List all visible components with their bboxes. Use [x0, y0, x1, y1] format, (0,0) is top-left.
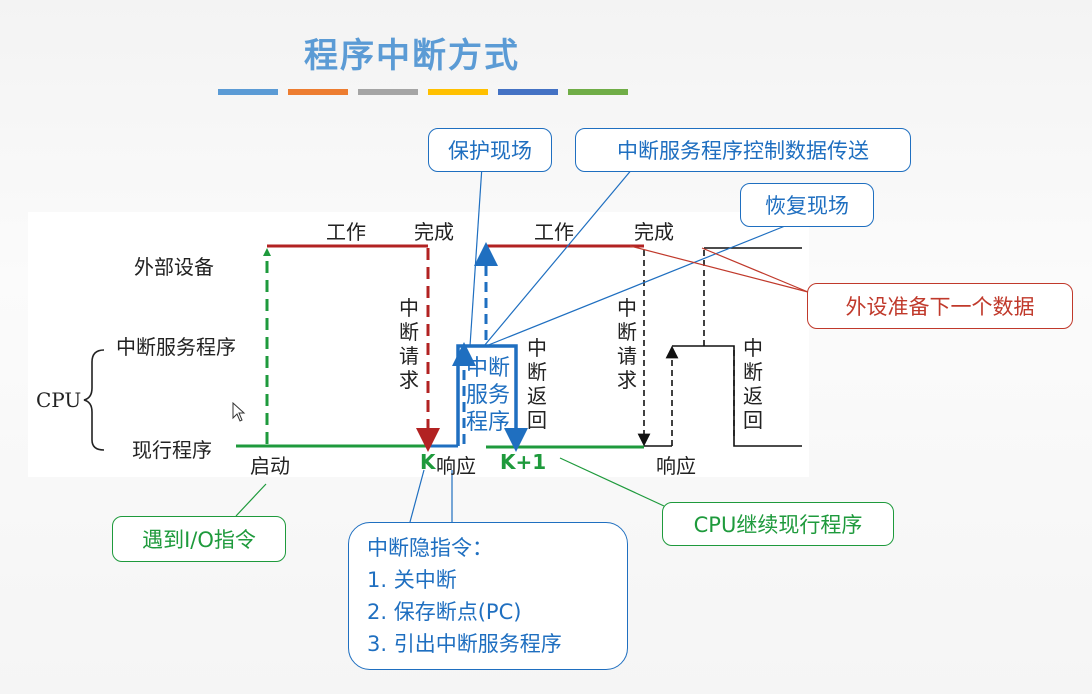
hidden-instruction-callout: 中断隐指令： 1. 关中断 2. 保存断点(PC) 3. 引出中断服务程序	[348, 522, 628, 670]
current-row-label: 现行程序	[132, 438, 212, 462]
green-pointer-lines	[235, 457, 665, 517]
irq-label-1: 中断请求	[399, 296, 419, 392]
work-label-2: 工作	[534, 220, 574, 244]
cpu-label: CPU	[36, 388, 82, 412]
continue-program-callout: CPU继续现行程序	[662, 502, 894, 546]
isr-block-label: 中断服务程序	[465, 356, 510, 435]
page-title: 程序中断方式	[304, 36, 520, 76]
isr-transfer-callout: 中断服务程序控制数据传送	[575, 128, 911, 172]
device-row-label: 外部设备	[134, 255, 214, 279]
mouse-cursor-icon	[232, 402, 246, 422]
k-label: K	[420, 450, 436, 474]
respond-label-2: 响应	[656, 454, 696, 478]
isr-row-label: 中断服务程序	[116, 335, 236, 359]
isr-block-2	[672, 345, 802, 447]
done-label-1: 完成	[414, 220, 454, 244]
title-underline-segment	[498, 89, 558, 95]
hidden-instruction-title: 中断隐指令：	[367, 536, 493, 560]
prepare-next-callout: 外设准备下一个数据	[807, 283, 1073, 329]
ret-label-2: 中断返回	[743, 336, 763, 432]
hidden-pointer-lines	[409, 469, 453, 523]
k1-label: K+1	[500, 450, 547, 474]
prepare-pointer-lines	[629, 245, 809, 293]
title-underline-segment	[568, 89, 628, 95]
title-underline-segment	[288, 89, 348, 95]
title-underline-segment	[218, 89, 278, 95]
start-label: 启动	[250, 454, 290, 478]
ret-label-1: 中断返回	[527, 336, 547, 432]
irq-label-2: 中断请求	[617, 296, 637, 392]
work-label-1: 工作	[326, 220, 366, 244]
respond-label-1: 响应	[436, 454, 476, 478]
cpu-brace	[83, 349, 105, 451]
done-label-2: 完成	[634, 220, 674, 244]
hidden-item-1: 1. 关中断	[367, 568, 457, 592]
save-context-callout: 保护现场	[428, 128, 552, 172]
hidden-item-3: 3. 引出中断服务程序	[367, 632, 562, 656]
title-underline-segment	[428, 89, 488, 95]
io-instruction-callout: 遇到I/O指令	[112, 516, 286, 562]
restore-context-callout: 恢复现场	[740, 183, 874, 227]
hidden-item-2: 2. 保存断点(PC)	[367, 600, 522, 624]
title-underline-segment	[358, 89, 418, 95]
